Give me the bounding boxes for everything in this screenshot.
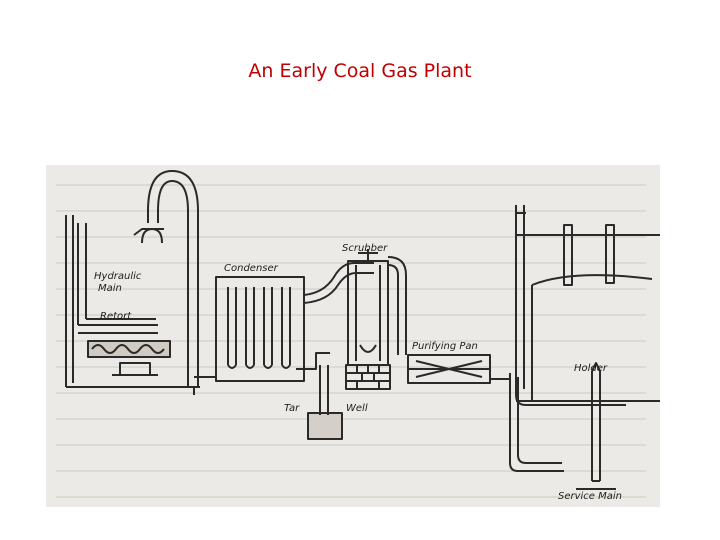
tar-well: [296, 352, 343, 440]
label-condenser: Condenser: [224, 263, 279, 274]
label-hydraulic-main-1: Hydraulic: [94, 271, 142, 282]
label-service-main: Service Main: [558, 491, 622, 502]
retort-furnace: [65, 215, 194, 388]
diagram-labels: Hydraulic Main Retort Condenser Scrubber…: [94, 243, 622, 502]
diagram-drawing: Hydraulic Main Retort Condenser Scrubber…: [56, 170, 660, 502]
condenser-scrubber-pipe: [303, 262, 374, 304]
label-tar: Tar: [284, 403, 300, 414]
condenser: [194, 276, 305, 382]
label-retort: Retort: [100, 311, 132, 322]
gas-holder: [515, 205, 660, 406]
slide-title: An Early Coal Gas Plant: [248, 60, 472, 82]
label-hydraulic-main-2: Main: [98, 283, 122, 294]
hydraulic-main-pipe: [133, 170, 200, 395]
scrubber-purifier-pipe: [387, 256, 407, 355]
service-main-pipe: [509, 362, 616, 490]
background-texture: [56, 184, 646, 498]
label-holder: Holder: [574, 363, 608, 374]
coal-gas-plant-diagram: Hydraulic Main Retort Condenser Scrubber…: [46, 165, 660, 507]
label-purifying-pan: Purifying Pan: [412, 341, 478, 352]
scrubber: [345, 249, 391, 390]
purifying-pan: [407, 354, 511, 384]
label-well: Well: [346, 403, 368, 414]
label-scrubber: Scrubber: [342, 243, 388, 254]
